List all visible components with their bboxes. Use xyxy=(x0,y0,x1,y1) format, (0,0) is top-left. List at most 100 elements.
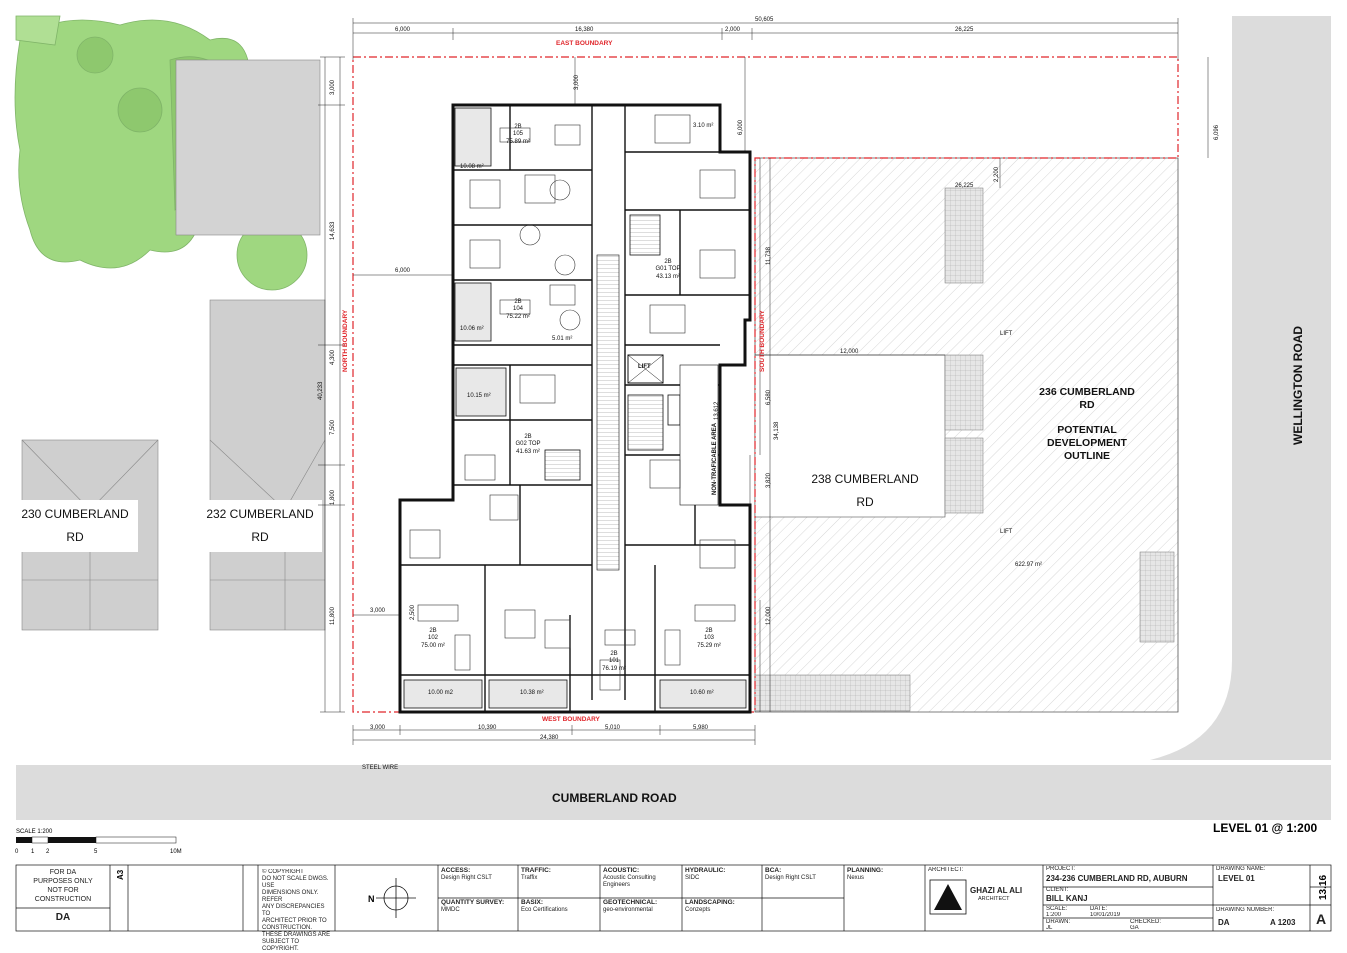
dim-bot-5010: 5,010 xyxy=(605,725,621,731)
balcony-6: 10.60 m² xyxy=(690,690,714,696)
copyright-title: © COPYRIGHT xyxy=(262,869,304,875)
consultant-hydraulic: HYDRAULIC:SIDC xyxy=(685,867,726,881)
nfc-line2: CONSTRUCTION xyxy=(34,896,92,903)
level-title: LEVEL 01 @ 1:200 xyxy=(1213,821,1318,835)
dim-left-a: 3,000 xyxy=(330,79,336,95)
scale-field-value: 1:200 xyxy=(1046,912,1062,918)
unit-102-area: 75.00 m² xyxy=(421,643,445,649)
architect-sub: ARCHITECT xyxy=(978,896,1010,902)
unit-g02-area: 41.63 m² xyxy=(516,449,540,455)
neighbour-238-line1: 238 CUMBERLAND xyxy=(811,472,919,486)
south-boundary-label: SOUTH BOUNDARY xyxy=(759,309,766,372)
consultant-qs: QUANTITY SURVEY:MMDC xyxy=(441,899,505,913)
scale-tick-10: 10M xyxy=(170,849,182,855)
dim-top-c: 2,000 xyxy=(725,27,741,33)
dim-bot-5980: 5,980 xyxy=(693,725,709,731)
cumberland-road-label: CUMBERLAND ROAD xyxy=(552,791,677,805)
client-label: CLIENT: xyxy=(1046,887,1069,893)
unit-g01-type: 2B xyxy=(664,259,671,265)
dim-left-g: 11,800 xyxy=(330,606,336,625)
dim-left-h: 2,500 xyxy=(410,604,416,620)
west-boundary-label: WEST BOUNDARY xyxy=(542,716,601,723)
copyright-line6: THESE DRAWINGS ARE xyxy=(262,932,331,938)
dim-inner-3000: 3,000 xyxy=(370,608,386,614)
dim-inner-6000: 6,000 xyxy=(395,268,411,274)
balcony-2: 10.06 m² xyxy=(460,326,484,332)
dim-site-26225: 26,225 xyxy=(955,183,974,189)
copyright-line3: ANY DISCREPANCIES TO xyxy=(262,904,325,917)
lift-label: LIFT xyxy=(638,364,651,370)
for-da-line1: FOR DA xyxy=(49,869,77,876)
unit-101-num: 101 xyxy=(609,658,620,664)
date-field-label: DATE: xyxy=(1090,906,1108,912)
copyright-line7: SUBJECT TO COPYRIGHT. xyxy=(262,939,300,952)
potential-line3: OUTLINE xyxy=(1064,450,1110,462)
drawing-name-label: DRAWING NAME: xyxy=(1216,866,1266,872)
drawing-number-label: DRAWING NUMBER: xyxy=(1216,907,1275,913)
north-symbol: N xyxy=(368,894,375,904)
nfc-line1: NOT FOR xyxy=(47,887,79,894)
dim-ctr-11738: 11,738 xyxy=(766,246,772,265)
neighbour-236-line2: RD xyxy=(1079,399,1095,411)
unit-103-num: 103 xyxy=(704,635,715,641)
title-block-frame xyxy=(15,864,1332,932)
consultant-bca: BCA:Design Right CSLT xyxy=(765,867,816,881)
unit-g02-type: 2B xyxy=(524,434,531,440)
balcony-7: 3.10 m² xyxy=(693,123,713,129)
da-stamp: DA xyxy=(55,912,71,923)
dim-top-e: 3,000 xyxy=(574,74,580,90)
non-trafficable-label: NON-TRAFICABLE AREA xyxy=(712,422,718,495)
consultant-basix: BASIX:Eco Certifications xyxy=(521,899,568,913)
wellington-road-label: WELLINGTON ROAD xyxy=(1291,326,1305,445)
project-label: PROJECT: xyxy=(1046,866,1076,872)
dev-area-label: 622.97 m² xyxy=(1015,562,1042,568)
wellington-road xyxy=(1150,16,1331,760)
consultant-landscaping: LANDSCAPING:Conzepts xyxy=(685,899,735,913)
scale-tick-5: 5 xyxy=(94,849,98,855)
dimension-lines xyxy=(318,18,1209,745)
scale-tick-2: 2 xyxy=(46,849,50,855)
for-da-cell: FOR DA PURPOSES ONLY NOT FOR CONSTRUCTIO… xyxy=(18,868,108,904)
unit-101-area: 76.19 m² xyxy=(602,666,626,672)
dim-ctr-3820: 3,820 xyxy=(766,472,772,488)
dim-left-f: 1,800 xyxy=(330,489,336,505)
unit-103-area: 75.29 m² xyxy=(697,643,721,649)
consultant-geotechnical: GEOTECHNICAL:geo-environmental xyxy=(603,899,658,913)
consultant-planning: PLANNING:Nexus xyxy=(847,867,884,881)
unit-102-num: 102 xyxy=(428,635,439,641)
consultant-traffic: TRAFFIC:Traffix xyxy=(521,867,551,881)
unit-g02-num: G02 TOP xyxy=(515,441,540,447)
north-boundary-label: NORTH BOUNDARY xyxy=(342,309,349,372)
neighbour-230-line1: 230 CUMBERLAND xyxy=(21,507,129,521)
project-number: 13.16 xyxy=(1318,875,1329,900)
consultant-access: ACCESS:Design Right CSLT xyxy=(441,867,492,881)
unit-104-area: 75.22 m² xyxy=(506,314,530,320)
client-name: BILL KANJ xyxy=(1046,894,1088,903)
neighbour-236-line1: 236 CUMBERLAND xyxy=(1039,386,1135,398)
drawing-prefix: DA xyxy=(1218,918,1230,927)
scale-label: SCALE 1:200 xyxy=(16,829,53,835)
balcony-1: 10.08 m² xyxy=(460,164,484,170)
neighbour-238-line2: RD xyxy=(856,495,874,509)
checked-field-label: CHECKED: xyxy=(1130,919,1162,925)
drawn-field-value: JL xyxy=(1046,925,1053,931)
dim-top-total: 50,605 xyxy=(755,17,774,23)
unit-101-type: 2B xyxy=(610,651,617,657)
scale-bar: SCALE 1:200 0 1 2 5 10M xyxy=(15,829,182,855)
dim-left-c: 40,233 xyxy=(318,381,324,400)
copyright-line1: DO NOT SCALE DWGS. USE xyxy=(262,876,329,889)
sheet-size: A3 xyxy=(116,869,125,880)
checked-field-value: GA xyxy=(1130,925,1139,931)
neighbour-232-line2: RD xyxy=(251,530,269,544)
dim-left-b: 14,633 xyxy=(330,221,336,240)
unit-g01-area: 43.13 m² xyxy=(656,274,680,280)
copyright-line2: DIMENSIONS ONLY. REFER xyxy=(262,890,319,903)
dim-bot-3000: 3,000 xyxy=(370,725,386,731)
project-name: 234-236 CUMBERLAND RD, AUBURN xyxy=(1046,874,1188,883)
neighbour-buildings xyxy=(21,59,326,631)
balcony-5: 10.38 m² xyxy=(520,690,544,696)
neighbour-232-line1: 232 CUMBERLAND xyxy=(206,507,314,521)
date-field-value: 10/01/2019 xyxy=(1090,912,1121,918)
